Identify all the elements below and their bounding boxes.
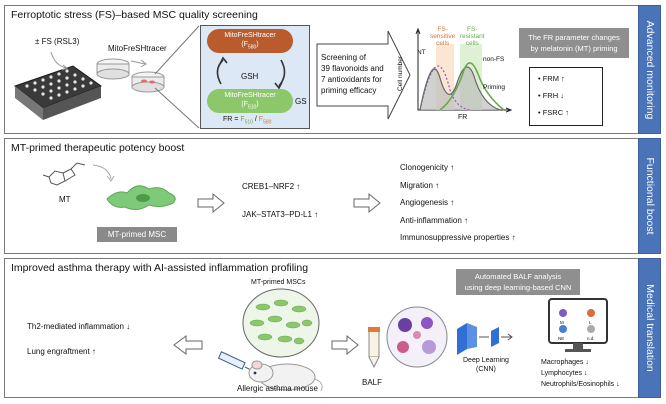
balf-analysis-header: Automated BALF analysis using deep learn… xyxy=(456,269,580,295)
probe-reduced: MitoFreSHtracer (F510) xyxy=(207,89,293,113)
mt-primed-msc-badge: MT-primed MSC xyxy=(97,227,177,242)
panel-advanced-monitoring: Ferroptotic stress (FS)–based MSC qualit… xyxy=(4,5,639,134)
mt-label: MT xyxy=(59,195,71,204)
list-item: Neutrophils/Eosinophils ↓ xyxy=(541,381,620,388)
pathway-creb1-nrf2: CREB1–NRF2 ↑ xyxy=(242,182,301,191)
cell-results-list: Macrophages ↓ Lymphocytes ↓ Neutrophils/… xyxy=(541,357,620,390)
culture-dish-icon xyxy=(96,58,130,80)
microplate-illustration xyxy=(13,65,103,120)
arrow-icon xyxy=(50,51,69,71)
fr-distribution-graph xyxy=(415,27,513,113)
list-item: Macrophages ↓ xyxy=(541,359,589,366)
list-item: Migration ↑ xyxy=(400,180,440,190)
x-axis-label: FR xyxy=(458,114,468,121)
arrow-icon xyxy=(353,192,381,214)
sidebar-functional-boost: Functional boost xyxy=(638,138,661,254)
gsh-label: GSH xyxy=(241,72,259,81)
panel-title: Ferroptotic stress (FS)–based MSC qualit… xyxy=(11,9,258,21)
panel-functional-boost: MT-primed therapeutic potency boost MT M… xyxy=(4,138,639,254)
arrow-icon xyxy=(197,192,225,214)
screening-arrow-shape xyxy=(316,30,411,120)
fs-sensitive-label: FS- sensitive cells xyxy=(430,26,456,47)
cycle-arrows-icon xyxy=(216,56,286,90)
pathway-jak-stat3: JAK–STAT3–PD-L1 ↑ xyxy=(242,210,319,219)
mt-primed-mscs-label: MT-primed MSCs xyxy=(251,279,306,286)
panel-medical-translation: Improved asthma therapy with AI-assisted… xyxy=(4,258,639,398)
allergic-asthma-mouse-label: Allergic asthma mouse xyxy=(237,384,318,393)
fr-parameter-list: • FRM ↑ • FRH ↓ • FSRC ↑ xyxy=(529,67,603,126)
mouse-icon xyxy=(248,360,323,392)
priming-label: Priming xyxy=(483,84,506,91)
list-item: • FSRC ↑ xyxy=(538,108,569,117)
sidebar-medical-translation: Medical translation xyxy=(638,258,661,398)
list-item: Anti-inflammation ↑ xyxy=(400,215,469,225)
panel-title: Improved asthma therapy with AI-assisted… xyxy=(11,262,309,274)
probe-oxidized: MitoFreSHtracer (F580) xyxy=(207,29,293,53)
balf-label: BALF xyxy=(362,378,383,387)
msc-magnified-circle xyxy=(242,288,320,358)
y-axis-label: Cell number xyxy=(397,55,405,92)
zoom-lines xyxy=(154,25,200,129)
tube-icon xyxy=(368,327,380,369)
mitofreshtracer-label: MitoFreSHtracer xyxy=(108,44,167,53)
outcome-th2: Th2-mediated inflammation ↓ xyxy=(27,322,131,331)
panel-title: MT-primed therapeutic potency boost xyxy=(11,142,185,154)
list-item: Immunosuppressive properties ↑ xyxy=(400,233,516,242)
list-item: • FRH ↓ xyxy=(538,91,564,100)
list-item: Angiogenesis ↑ xyxy=(400,198,455,207)
monitor-icon xyxy=(548,298,608,352)
gs-label: GS xyxy=(295,97,307,106)
cell-letter-m: M xyxy=(560,320,564,325)
melatonin-molecule-icon xyxy=(42,162,86,186)
cell-letter-ne: NE xyxy=(558,336,565,341)
fs-rsl3-label: ± FS (RSL3) xyxy=(35,37,80,46)
non-fs-label: non-FS xyxy=(483,56,505,63)
screening-text: Screening of 39 flavonoids and 7 antioxi… xyxy=(321,53,384,95)
cell-letter-nd: n.d. xyxy=(587,336,595,341)
msc-cell-icon xyxy=(106,185,176,211)
balf-cells-circle xyxy=(386,306,448,368)
arrow-left-icon xyxy=(173,335,203,355)
list-item: • FRM ↑ xyxy=(538,74,565,83)
list-item: Clonogenicity ↑ xyxy=(400,163,455,172)
effects-list: Clonogenicity ↑ Migration ↑ Angiogenesis… xyxy=(400,159,516,247)
nt-label: NT xyxy=(417,49,426,56)
fr-formula: FR = F510 / F580 xyxy=(223,116,272,126)
arrow-icon xyxy=(331,334,359,356)
list-item: Lymphocytes ↓ xyxy=(541,370,588,377)
sidebar-advanced-monitoring: Advanced monitoring xyxy=(638,5,661,134)
cell-letter-l: L xyxy=(589,320,592,325)
treated-dish-icon xyxy=(131,71,165,93)
fr-parameter-header: The FR parameter changes by melatonin (M… xyxy=(519,28,629,58)
arrow-icon xyxy=(92,164,115,182)
outcome-lung-engraftment: Lung engraftment ↑ xyxy=(27,347,96,356)
fs-resistant-label: FS- resistant cells xyxy=(460,26,485,47)
arrow-icon xyxy=(130,59,147,68)
deep-learning-label: Deep Learning (CNN) xyxy=(463,357,509,373)
cnn-icon xyxy=(457,323,513,355)
